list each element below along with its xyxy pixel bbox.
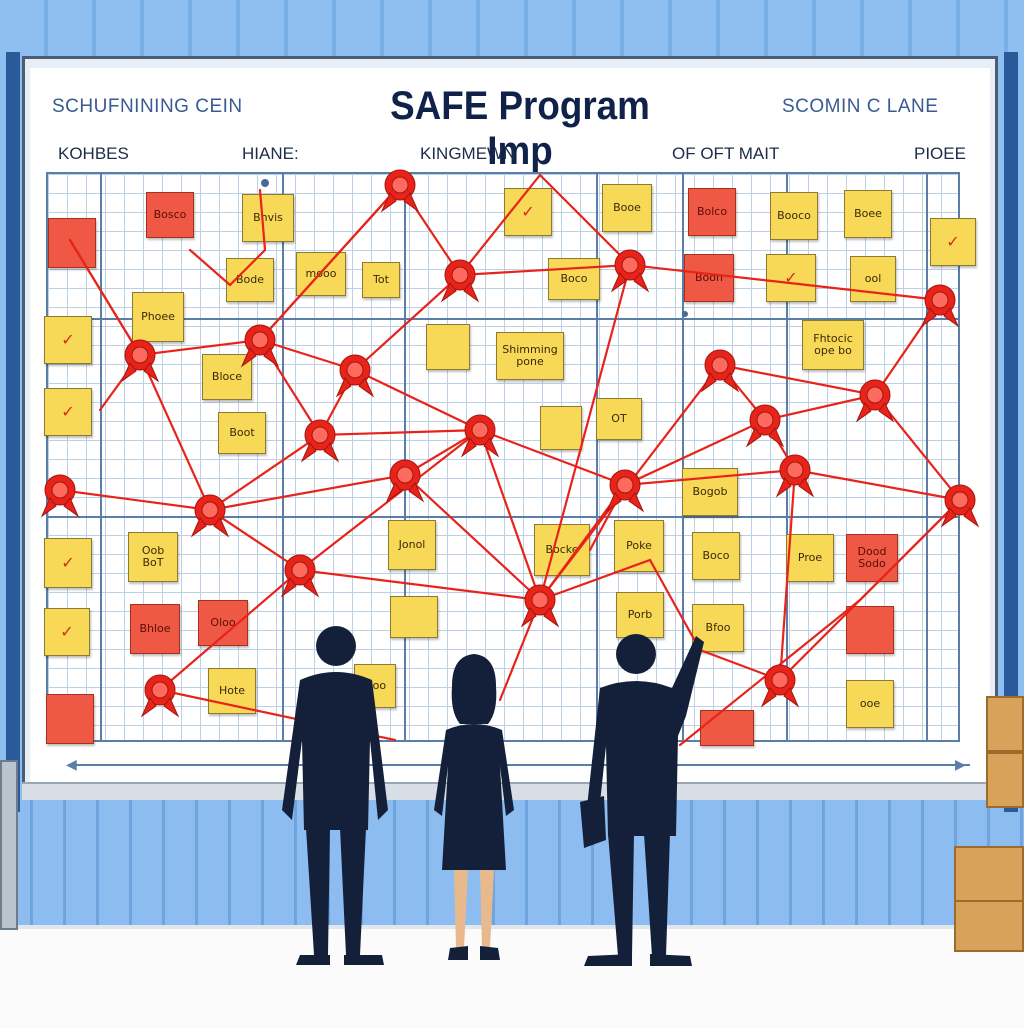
sticky-note[interactable] <box>700 710 754 746</box>
board-header-right: SCOMIN C LANE <box>782 96 939 117</box>
cardboard-box <box>954 846 1024 902</box>
sticky-note[interactable]: Boot <box>218 412 266 454</box>
arrow-left-icon: ◀ <box>66 756 77 772</box>
sticky-note[interactable]: ✓ <box>44 608 90 656</box>
businesswoman-figure <box>434 654 514 960</box>
sticky-note[interactable]: ✓ <box>930 218 976 266</box>
sticky-note[interactable]: ✓ <box>44 388 92 436</box>
sticky-note[interactable]: Booe <box>602 184 652 232</box>
sticky-note[interactable]: ooe <box>846 680 894 728</box>
sticky-note[interactable]: Phoee <box>132 292 184 342</box>
sticky-note[interactable]: Jonol <box>388 520 436 570</box>
timeline-bar <box>70 764 970 766</box>
sticky-note[interactable]: OT <box>596 398 642 440</box>
board-rail-left <box>6 52 20 812</box>
businessman-left-figure <box>282 626 388 965</box>
sticky-note[interactable]: Bosco <box>146 192 194 238</box>
board-rail-right <box>1004 52 1018 812</box>
lane-label-5: PIOEE <box>914 144 966 163</box>
sticky-note[interactable]: Booco <box>770 192 818 240</box>
sticky-note[interactable]: Hote <box>208 668 256 714</box>
wall-panel-base <box>0 800 1024 930</box>
sticky-note[interactable]: Fhtocic ope bo <box>802 320 864 370</box>
sticky-note[interactable]: Bhloe <box>130 604 180 654</box>
sticky-note[interactable]: Tot <box>362 262 400 298</box>
arrow-right-icon: ▶ <box>955 756 966 772</box>
sticky-note[interactable]: ool <box>850 256 896 302</box>
lane-label-1: KOHBES <box>58 144 129 163</box>
sticky-note[interactable]: Oloo <box>198 600 248 646</box>
board-title: SAFE Program Imp <box>390 84 650 173</box>
cardboard-box <box>986 752 1024 808</box>
sticky-note[interactable]: Dood Sodo <box>846 534 898 582</box>
lane-label-2: HIANE: <box>242 144 299 163</box>
businessman-right-figure <box>580 634 704 966</box>
sticky-note[interactable] <box>46 694 94 744</box>
cardboard-box <box>954 900 1024 952</box>
sticky-note[interactable] <box>540 406 582 450</box>
board-header-left: SCHUFNINING CEIN <box>52 96 243 117</box>
cardboard-box <box>986 696 1024 752</box>
sticky-note[interactable]: Bocke <box>534 524 590 576</box>
sticky-note[interactable]: Shimming pone <box>496 332 564 380</box>
sticky-note[interactable]: ✓ <box>44 538 92 588</box>
sticky-note[interactable] <box>48 218 96 268</box>
sticky-note[interactable]: ✓ <box>766 254 816 302</box>
sticky-note[interactable]: ✓ <box>44 316 92 364</box>
lane-label-3: KINGMEWN <box>420 144 516 163</box>
sticky-note[interactable]: mooo <box>296 252 346 296</box>
floor <box>0 925 1024 1028</box>
sticky-note[interactable] <box>426 324 470 370</box>
lane-label-4: OF OFT MAIT <box>672 144 780 163</box>
grid-column-divider <box>926 172 928 742</box>
sticky-note[interactable]: Bolco <box>688 188 736 236</box>
sticky-note[interactable]: Bnvis <box>242 194 294 242</box>
trash-can <box>0 760 18 930</box>
sticky-note[interactable]: Proe <box>786 534 834 582</box>
grid-row-divider <box>46 516 960 518</box>
sticky-note[interactable] <box>846 606 894 654</box>
sticky-note[interactable]: Boon <box>684 254 734 302</box>
sticky-note[interactable]: Poke <box>614 520 664 572</box>
sticky-note[interactable]: Bode <box>226 258 274 302</box>
sticky-note[interactable]: Boco <box>548 258 600 300</box>
grid-column-divider <box>404 172 406 742</box>
sticky-note[interactable]: Bloce <box>202 354 252 400</box>
sticky-note[interactable]: Oob BoT <box>128 532 178 582</box>
sticky-note[interactable]: ✓ <box>504 188 552 236</box>
sticky-note[interactable]: Boee <box>844 190 892 238</box>
grid-column-divider <box>100 172 102 742</box>
sticky-note[interactable]: Bogob <box>682 468 738 516</box>
sticky-note[interactable]: Boco <box>692 532 740 580</box>
